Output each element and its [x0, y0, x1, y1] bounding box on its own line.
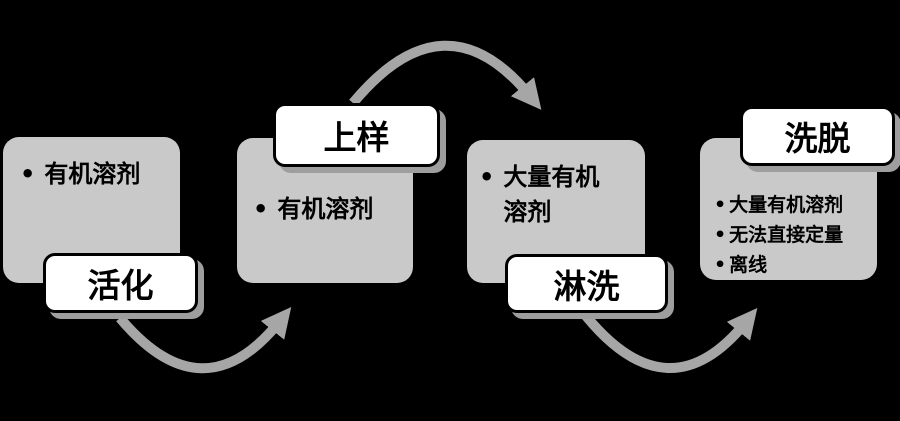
bullet-dot: • — [20, 160, 36, 188]
arrow-activation-to-loading-icon — [116, 306, 292, 374]
step-label-rinse: 淋洗 — [505, 254, 668, 313]
bullet-list: • 大量有机溶剂 — [479, 160, 623, 230]
bullet-item: • 大量有机溶剂 — [479, 160, 623, 230]
bullet-dot: • — [253, 195, 269, 223]
step-label-loading: 上样 — [273, 103, 440, 167]
bullet-dot: • — [714, 224, 727, 246]
bullet-dot: • — [479, 163, 495, 191]
bullet-text: 离线 — [729, 254, 768, 276]
step-label-activation: 活化 — [43, 253, 198, 313]
bullet-item: • 无法直接定量 — [714, 220, 869, 250]
bullet-item: • 离线 — [714, 250, 869, 280]
bullet-dot: • — [714, 194, 727, 216]
bullet-item: • 有机溶剂 — [253, 192, 399, 227]
bullet-dot: • — [714, 254, 727, 276]
bullet-text: 大量有机溶剂 — [729, 194, 844, 216]
bullet-list: • 有机溶剂 — [253, 192, 399, 227]
bullet-text: 大量有机溶剂 — [503, 163, 600, 226]
bullet-text: 无法直接定量 — [729, 224, 844, 246]
arrow-loading-to-rinse-icon — [349, 40, 542, 110]
bullet-item: • 有机溶剂 — [20, 157, 166, 192]
bullet-list: • 大量有机溶剂 • 无法直接定量 • 离线 — [714, 190, 869, 280]
step-label-elution: 洗脱 — [740, 106, 895, 166]
bullet-item: • 大量有机溶剂 — [714, 190, 869, 220]
arrow-rinse-to-elution-icon — [582, 308, 758, 373]
bullet-text: 有机溶剂 — [44, 160, 141, 188]
bullet-text: 有机溶剂 — [277, 195, 374, 223]
bullet-list: • 有机溶剂 — [20, 157, 166, 192]
